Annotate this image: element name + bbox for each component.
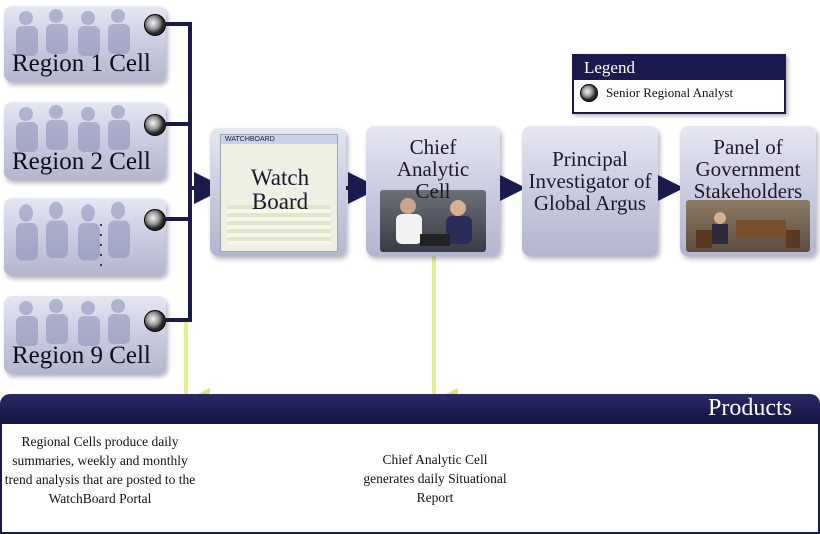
regional-products-text: Regional Cells produce daily summaries, …	[4, 434, 196, 506]
chief-products-text: Chief Analytic Cell generates daily Situ…	[363, 452, 507, 505]
stakeholders-card: Panel of Government Stakeholders	[680, 126, 816, 256]
analysts-image	[16, 299, 130, 346]
principal-investigator-card: Principal Investigator of Global Argus	[522, 126, 658, 256]
chief-analytic-card: Chief Analytic Cell	[366, 126, 500, 256]
analysts-image	[16, 201, 130, 261]
region-label: Region 1 Cell	[12, 50, 151, 77]
ellipsis-dots: ·····	[98, 215, 104, 275]
analysts-image	[16, 9, 130, 56]
conference-room-photo	[686, 200, 810, 252]
products-bar: Products	[0, 394, 820, 424]
legend-item-label: Senior Regional Analyst	[606, 85, 734, 100]
legend: Legend Senior Regional Analyst	[572, 54, 786, 114]
analyst-knob-icon	[144, 310, 166, 332]
watchboard-label: Watch Board	[250, 165, 310, 214]
legend-title: Legend	[574, 56, 784, 80]
legend-item: Senior Regional Analyst	[574, 80, 784, 106]
products-area	[0, 424, 820, 534]
region-card-3: ·····	[4, 198, 166, 276]
products-title: Products	[708, 395, 792, 421]
analyst-knob-icon	[580, 84, 598, 102]
region-label: Region 2 Cell	[12, 148, 151, 175]
watchboard-screenshot: WATCHBOARD	[220, 134, 338, 252]
meeting-photo	[380, 190, 486, 252]
stakeholders-label: Panel of Government Stakeholders	[693, 135, 803, 203]
region-card-1: Region 1 Cell	[4, 6, 166, 82]
region-card-9: Region 9 Cell	[4, 296, 166, 374]
region-card-2: Region 2 Cell	[4, 102, 166, 180]
analyst-knob-icon	[144, 14, 166, 36]
chief-analytic-label: Chief Analytic Cell	[396, 135, 470, 203]
watchboard-header: WATCHBOARD	[221, 135, 337, 144]
analysts-image	[16, 105, 130, 152]
analyst-knob-icon	[144, 209, 166, 231]
watchboard-card: WATCHBOARD Watch Board	[210, 128, 346, 256]
analyst-knob-icon	[144, 114, 166, 136]
region-label: Region 9 Cell	[12, 342, 151, 369]
principal-investigator-label: Principal Investigator of Global Argus	[528, 147, 652, 215]
